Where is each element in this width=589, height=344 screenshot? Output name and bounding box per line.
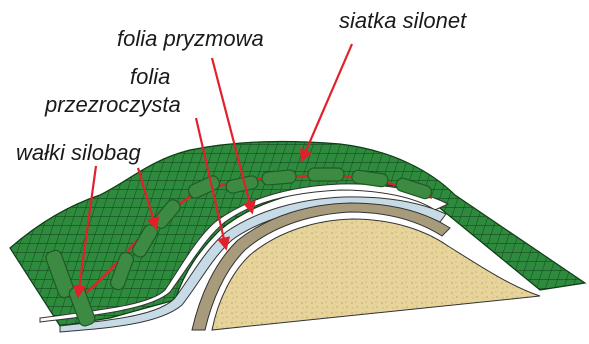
label-clear-foil-line2: przezroczysta [44,92,181,117]
label-mesh: siatka silonet [339,8,467,33]
label-clear-foil-line1: folia [130,64,170,89]
label-prism-foil: folia pryzmowa [117,26,264,51]
silobag-roller [308,168,344,181]
silobag-roller [262,170,297,186]
label-rollers: wałki silobag [16,140,141,165]
